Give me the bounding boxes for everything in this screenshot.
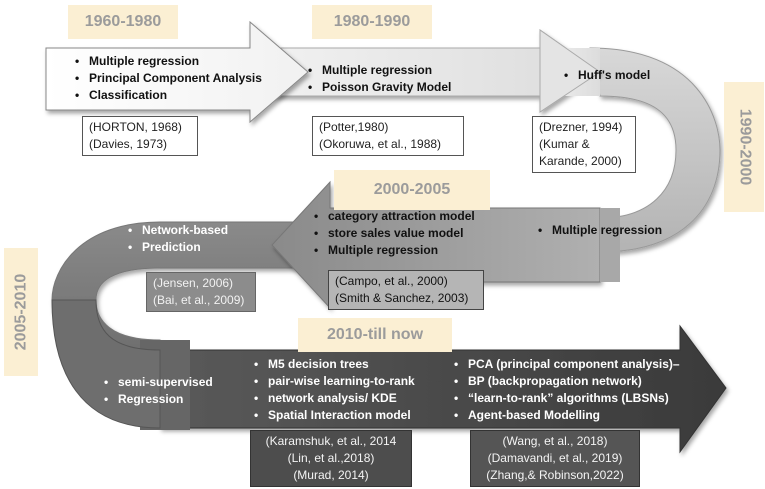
stage3b-method-list: Multiple regression (536, 222, 662, 239)
list-item: Huff's model (562, 67, 650, 84)
list-item: pair-wise learning-to-rank (252, 373, 415, 390)
arrow-2000-2005-tail (600, 208, 620, 282)
era-label-2005-2010: 2005-2010 (4, 248, 38, 376)
stage4-method-list: category attraction model store sales va… (312, 208, 475, 259)
list-item: network analysis/ KDE (252, 390, 415, 407)
list-item: Network-based (126, 222, 228, 239)
stage6-mid-method-list: M5 decision trees pair-wise learning-to-… (252, 356, 415, 424)
list-item: Multiple regression (306, 62, 451, 79)
list-item: Multiple regression (312, 242, 475, 259)
stage1-method-list: Multiple regression Principal Component … (73, 53, 262, 104)
stage5-method-list: Network-based Prediction (126, 222, 228, 256)
stage3-method-list: Huff's model (562, 67, 650, 84)
stage6-right-references: (Wang, et al., 2018) (Damavandi, et al.,… (470, 430, 640, 487)
stage2-method-list: Multiple regression Poisson Gravity Mode… (306, 62, 451, 96)
list-item: Multiple regression (536, 222, 662, 239)
list-item: Spatial Interaction model (252, 407, 415, 424)
list-item: M5 decision trees (252, 356, 415, 373)
era-label-1960-1980: 1960-1980 (68, 5, 178, 39)
stage6-right-method-list: PCA (principal component analysis)– BP (… (452, 356, 680, 424)
stage2-references: (Potter,1980) (Okoruwa, et al., 1988) (312, 116, 464, 156)
list-item: category attraction model (312, 208, 475, 225)
list-item: Principal Component Analysis (73, 70, 262, 87)
stage6-mid-references: (Karamshuk, et al., 2014 (Lin, et al.,20… (250, 430, 412, 487)
stage3-references: (Drezner, 1994) (Kumar & Karande, 2000) (532, 116, 636, 173)
list-item: Classification (73, 87, 262, 104)
stage6-left-method-list: semi-supervised Regression (102, 374, 213, 408)
era-label-1990-2000: 1990-2000 (724, 82, 764, 212)
stage5-references: (Jensen, 2006) (Bai, et al., 2009) (146, 272, 256, 312)
era-label-1980-1990: 1980-1990 (312, 5, 432, 39)
era-label-2010-now: 2010-till now (298, 318, 452, 352)
turn-arrow-right (589, 47, 721, 253)
turn-arrow-left-lower (51, 299, 161, 429)
list-item: Multiple regression (73, 53, 262, 70)
list-item: Regression (102, 391, 213, 408)
list-item: store sales value model (312, 225, 475, 242)
stage4-references: (Campo, et al., 2000) (Smith & Sanchez, … (328, 270, 484, 310)
list-item: Poisson Gravity Model (306, 79, 451, 96)
list-item: BP (backpropagation network) (452, 373, 680, 390)
list-item: semi-supervised (102, 374, 213, 391)
era-label-2000-2005: 2000-2005 (334, 170, 490, 210)
stage1-references: (HORTON, 1968) (Davies, 1973) (82, 116, 198, 156)
list-item: Prediction (126, 239, 228, 256)
list-item: Agent-based Modelling (452, 407, 680, 424)
list-item: “learn-to-rank” algorithms (LBSNs) (452, 390, 680, 407)
list-item: PCA (principal component analysis)– (452, 356, 680, 373)
